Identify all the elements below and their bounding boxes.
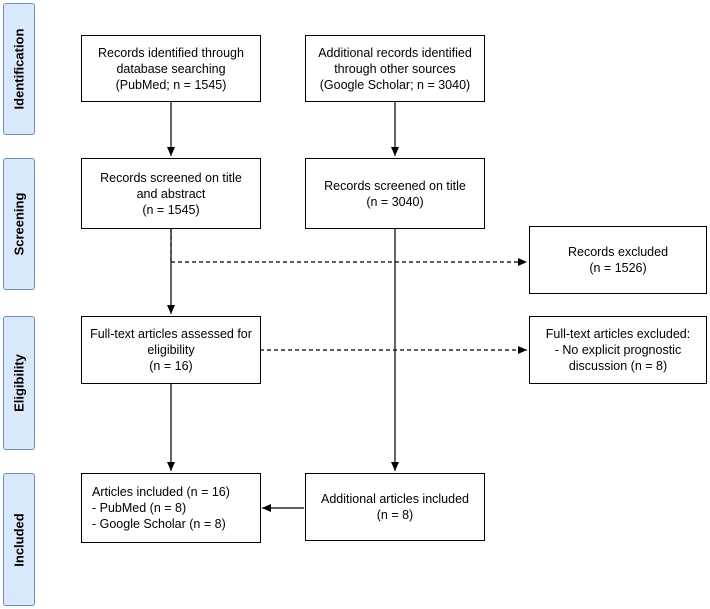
box-text-line: Full-text articles assessed for [90, 327, 252, 341]
box-text-line: Records excluded [567, 245, 669, 259]
box-text-line: and abstract [136, 186, 206, 201]
fulltext-assessed-box: Full-text articles assessed for eligibil… [81, 316, 261, 384]
box-text-line: (n = 16) [149, 359, 193, 373]
box-text-line: through other sources [334, 61, 456, 76]
box-text-line: Full-text articles excluded: [545, 327, 691, 341]
additional-records-box: Additional records identified through ot… [305, 35, 485, 102]
box-text-line: (Google Scholar; n = 3040) [319, 77, 471, 92]
screened-title-abstract-box: Records screened on title and abstract (… [81, 158, 261, 229]
stage-screening: Screening [3, 158, 35, 290]
box-text-line: (PubMed; n = 1545) [115, 77, 227, 92]
records-excluded-box: Records excluded (n = 1526) [529, 226, 707, 294]
additional-included-box: Additional articles included (n = 8) [305, 473, 485, 541]
box-text-line: discussion (n = 8) [568, 359, 668, 373]
stage-included: Included [3, 473, 35, 606]
box-text-line: database searching [116, 61, 226, 76]
box-text-line: Additional articles included [320, 492, 469, 506]
box-text-line: Records identified through [98, 45, 244, 60]
box-text-line: - Google Scholar (n = 8) [92, 517, 226, 531]
stage-identification: Identification [3, 3, 35, 135]
box-text-line: Articles included (n = 16) [92, 485, 230, 499]
box-text-line: (n = 1545) [142, 202, 200, 217]
box-text-line: Records screened on title [324, 178, 466, 193]
box-text-line: Records screened on title [100, 170, 242, 185]
box-text-line: - No explicit prognostic [554, 343, 682, 357]
box-text-line: - PubMed (n = 8) [92, 501, 187, 515]
box-text-line: eligibility [147, 343, 195, 357]
articles-included-box: Articles included (n = 16) - PubMed (n =… [81, 473, 261, 543]
records-identified-box: Records identified through database sear… [81, 35, 261, 102]
box-text-line: (n = 8) [376, 508, 414, 522]
box-text-line: (n = 3040) [366, 194, 424, 209]
box-text-line: (n = 1526) [589, 261, 647, 275]
screened-title-box: Records screened on title (n = 3040) [305, 158, 485, 229]
box-text-line: Additional records identified [318, 45, 472, 60]
stage-eligibility: Eligibility [3, 316, 35, 450]
fulltext-excluded-box: Full-text articles excluded: - No explic… [529, 316, 707, 384]
